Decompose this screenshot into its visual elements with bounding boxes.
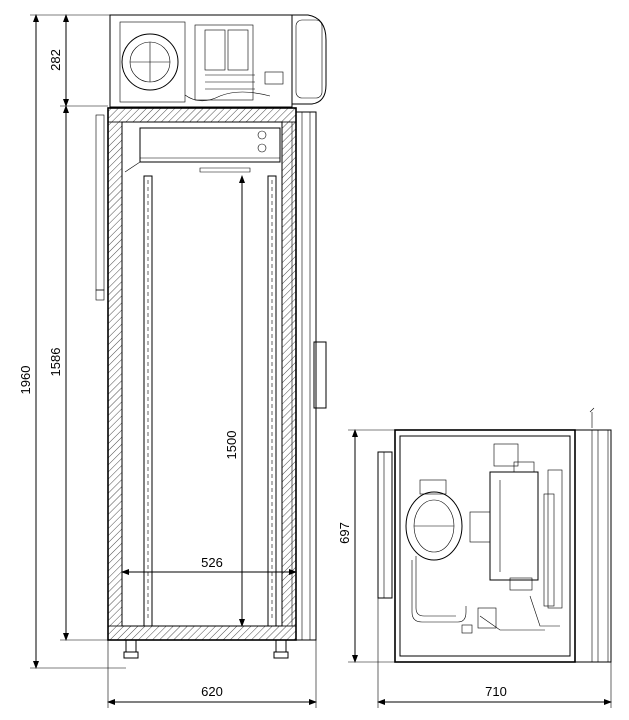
cabinet-feet [123, 639, 289, 659]
top-compressor [405, 479, 463, 561]
front-dimensions: 1960 282 1586 1500 526 620 [18, 14, 317, 708]
top-condenser [469, 443, 539, 591]
front-view: 1960 282 1586 1500 526 620 [18, 14, 327, 708]
door-handle [313, 341, 327, 409]
dim-top-width: 710 [485, 684, 507, 699]
shelf-rails [143, 175, 277, 627]
cabinet-body [95, 107, 327, 641]
dim-total-width: 620 [201, 684, 223, 699]
dim-cabinet-height: 1586 [48, 348, 63, 377]
dim-shelf-span: 1500 [224, 431, 239, 460]
top-view: 697 710 [337, 407, 612, 708]
dim-unit-height: 282 [48, 49, 63, 71]
dim-top-depth: 697 [337, 522, 352, 544]
dim-inner-width: 526 [201, 555, 223, 570]
refrigeration-unit [109, 14, 327, 108]
dim-total-height: 1960 [18, 366, 33, 395]
